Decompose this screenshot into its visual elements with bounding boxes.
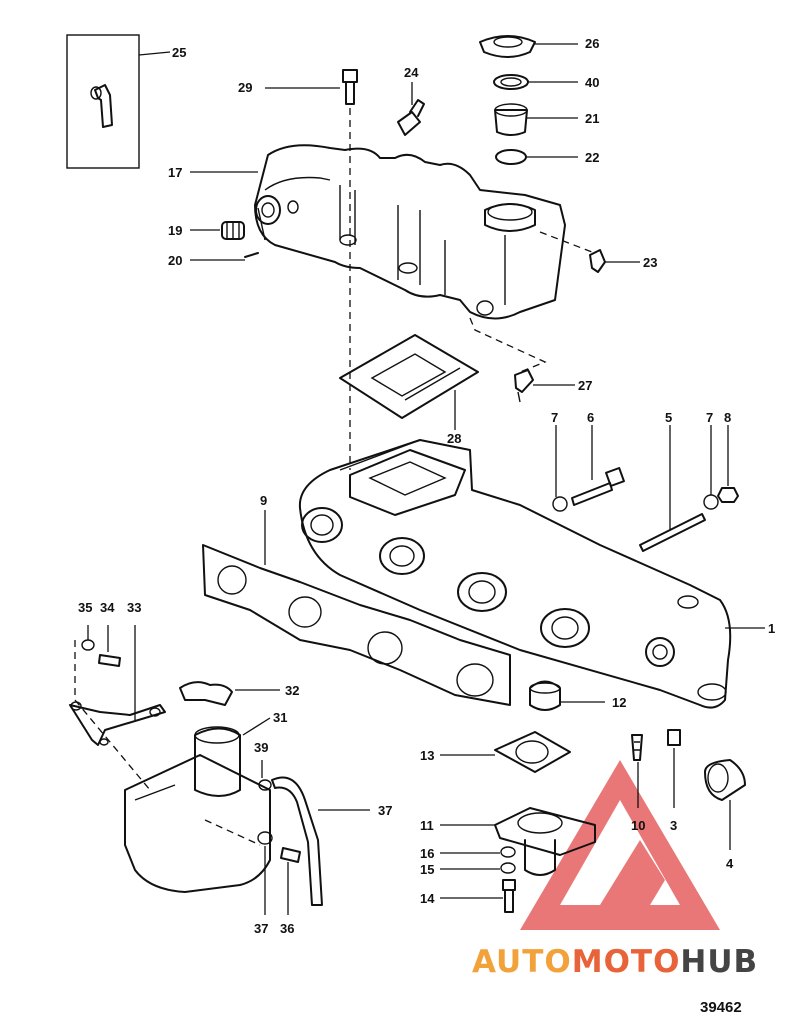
watermark-hub: HUB: [680, 944, 758, 980]
watermark-auto: AUTO: [472, 944, 572, 980]
part-29-bolt: [265, 69, 358, 470]
callout-29: 29: [238, 80, 252, 95]
watermark-moto: MOTO: [572, 944, 681, 980]
figure-number: 39462: [700, 999, 742, 1016]
part-24-fitting: [397, 82, 425, 136]
callout-8: 8: [724, 410, 731, 425]
callout-40: 40: [585, 75, 599, 90]
part-23-fitting: [539, 231, 640, 273]
part-1-exhaust-manifold: [298, 439, 765, 709]
callout-7a: 7: [551, 410, 558, 425]
callout-23: 23: [643, 255, 657, 270]
callout-28: 28: [447, 431, 461, 446]
callout-11: 11: [420, 818, 434, 833]
reservoir-assembly: [69, 625, 370, 915]
callout-12: 12: [612, 695, 626, 710]
callout-1: 1: [768, 621, 775, 636]
callout-39: 39: [254, 740, 268, 755]
callout-31: 31: [273, 710, 287, 725]
callout-33: 33: [127, 600, 141, 615]
callout-17: 17: [168, 165, 182, 180]
callout-6: 6: [587, 410, 594, 425]
callout-15: 15: [420, 862, 434, 877]
callout-16: 16: [420, 846, 434, 861]
watermark-logo: [520, 760, 720, 930]
callout-26: 26: [585, 36, 599, 51]
callout-13: 13: [420, 748, 434, 763]
callout-34: 34: [100, 600, 115, 615]
part-11-thermostat-housing: [440, 807, 596, 876]
callout-14: 14: [420, 891, 435, 906]
part-12-thermostat: [529, 680, 605, 711]
callout-25: 25: [172, 45, 186, 60]
part-17-exhaust-elbow: [190, 144, 566, 320]
callout-20: 20: [168, 253, 182, 268]
callout-22: 22: [585, 150, 599, 165]
callout-19: 19: [168, 223, 182, 238]
part-28-gasket: [339, 334, 479, 430]
part-4-sleeve: [704, 759, 746, 850]
callout-24: 24: [404, 65, 419, 80]
callout-21: 21: [585, 111, 599, 126]
parts-19-20: [190, 221, 259, 261]
parts-14-15-16: [440, 846, 516, 913]
callout-4: 4: [726, 856, 734, 871]
callout-10: 10: [631, 818, 645, 833]
callout-32: 32: [285, 683, 299, 698]
parts-10-3-fittings: [631, 729, 681, 808]
callout-36: 36: [280, 921, 294, 936]
callout-35: 35: [78, 600, 92, 615]
callout-37b: 37: [254, 921, 268, 936]
callout-labels: 25 29 24 26 40 21 22 17 19 20 23 27 28 7…: [78, 36, 775, 936]
part-9-manifold-gasket: [202, 510, 511, 706]
callout-5: 5: [665, 410, 672, 425]
cap-stack-parts: [479, 35, 578, 165]
studs-bolts-nuts: [552, 425, 739, 552]
callout-3: 3: [670, 818, 677, 833]
part-25-inset: [66, 34, 171, 169]
callout-27: 27: [578, 378, 592, 393]
callout-9: 9: [260, 493, 267, 508]
callout-7b: 7: [706, 410, 713, 425]
part-13-gasket: [440, 731, 571, 773]
callout-37a: 37: [378, 803, 392, 818]
watermark-text: AUTOMOTOHUB: [472, 944, 758, 980]
part-27-fitting: [469, 317, 575, 403]
